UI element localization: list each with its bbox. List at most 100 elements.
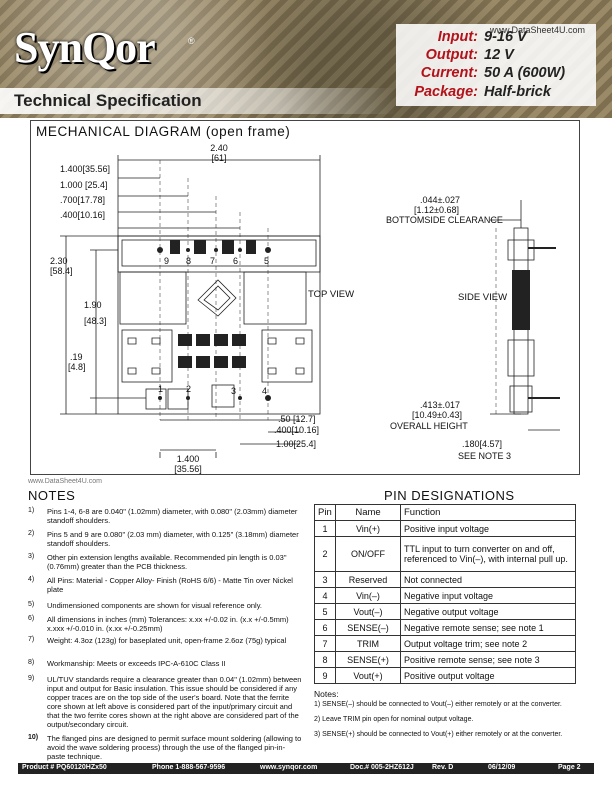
- overall-height-in: .413±.017: [420, 400, 460, 410]
- spec-value-package: Half-brick: [484, 84, 551, 100]
- dim-19-mm: [4.8]: [68, 362, 86, 372]
- pin-extension-dim: .180[4.57]: [462, 439, 503, 449]
- spec-label-output: Output:: [425, 47, 478, 63]
- dim-700: .700[17.78]: [60, 195, 106, 205]
- pin-number: 6: [314, 619, 336, 636]
- pin-note: 2) Leave TRIM pin open for nominal outpu…: [314, 716, 474, 723]
- note-text: Workmanship: Meets or exceeds IPC-A-610C…: [47, 659, 226, 668]
- note-number: 1): [28, 507, 35, 514]
- inductor-left: [121, 329, 173, 383]
- dim-190-in: 1.90: [84, 300, 102, 310]
- table-row: 3 Reserved Not connected: [314, 571, 576, 588]
- pin-4-circle: [265, 395, 271, 401]
- note-number: 6): [28, 615, 35, 622]
- pin-name: ON/OFF: [335, 536, 401, 572]
- board-outline: [117, 235, 321, 415]
- ferrite-core-right: [243, 271, 307, 325]
- pin-name: TRIM: [335, 635, 401, 652]
- subtitle-bar: [0, 88, 396, 114]
- pin-number: 1: [314, 520, 336, 537]
- pin-label-7: 7: [210, 256, 216, 266]
- pin-label-8: 8: [186, 256, 192, 266]
- table-row: 5 Vout(–) Negative output voltage: [314, 603, 576, 620]
- pin-9-circle: [157, 247, 163, 253]
- note-text: Other pin extension lengths available. R…: [47, 553, 287, 571]
- footer-phone: Phone 1-888-567-9596: [152, 764, 226, 771]
- pin-number: 4: [314, 587, 336, 604]
- dim-1400b-mm: [35.56]: [174, 464, 202, 474]
- pin-label-9: 9: [164, 256, 170, 266]
- notes-title: NOTES: [28, 488, 76, 503]
- synqor-logo: SynQor ®: [14, 23, 195, 78]
- pin-number: 3: [314, 571, 336, 588]
- note-text: All Pins: Material - Copper Alloy- Finis…: [47, 576, 293, 594]
- diagram-title: MECHANICAL DIAGRAM (open frame): [36, 124, 291, 139]
- header-watermark: www.DataSheet4U.com: [490, 25, 586, 35]
- pin-number: 8: [314, 651, 336, 668]
- see-note-3: SEE NOTE 3: [458, 451, 512, 461]
- footer-web-link[interactable]: www.synqor.com: [260, 764, 318, 771]
- pin-name: SENSE(+): [335, 651, 401, 668]
- note-text: Undimensioned components are shown for v…: [47, 601, 262, 610]
- spec-value-output: 12 V: [484, 47, 514, 63]
- footer-page: Page 2: [558, 764, 581, 771]
- inductor-right: [261, 329, 313, 383]
- pin-6-circle: [238, 248, 242, 252]
- ferrite-core-left: [119, 271, 187, 325]
- note-text: UL/TUV standards require a clearance gre…: [47, 675, 302, 729]
- pin-label-3: 3: [231, 386, 237, 396]
- dim-height-mm: [58.4]: [50, 266, 73, 276]
- pin-designations-title: PIN DESIGNATIONS: [384, 488, 515, 503]
- pin-number: 7: [314, 635, 336, 652]
- pin-table: Pin Name Function 1 Vin(+) Positive inpu…: [314, 504, 576, 684]
- note-number: 5): [28, 601, 35, 608]
- top-view-label: TOP VIEW: [308, 289, 355, 300]
- pin-name: Vout(–): [335, 603, 401, 620]
- pin-1-pad: [145, 388, 167, 410]
- pin-function: Negative input voltage: [400, 587, 576, 604]
- pin-name: Reserved: [335, 571, 401, 588]
- table-row: 6 SENSE(–) Negative remote sense; see no…: [314, 619, 576, 636]
- pin-notes-title: Notes:: [314, 689, 339, 699]
- table-row: 8 SENSE(+) Positive remote sense; see no…: [314, 651, 576, 668]
- pin-label-1: 1: [158, 384, 164, 394]
- pin-2-pad: [167, 388, 189, 410]
- page-watermark: www.DataSheet4U.com: [28, 478, 102, 485]
- pin-function: TTL input to turn converter on and off, …: [400, 536, 576, 572]
- page-footer: Product # PQ60120HZx50 Phone 1-888-567-9…: [18, 763, 594, 774]
- table-row: 9 Vout(+) Positive output voltage: [314, 667, 576, 684]
- spec-value-input: 9-16 V: [484, 29, 527, 45]
- header-banner: SynQor ® Technical Specification: [0, 0, 612, 118]
- pin-note: 3) SENSE(+) should be connected to Vout(…: [314, 731, 563, 738]
- note-number: 7): [28, 636, 35, 643]
- note-number: 10): [28, 734, 39, 741]
- pin-function: Positive remote sense; see note 3: [400, 651, 576, 668]
- dim-height-in: 2.30: [50, 256, 68, 266]
- pin-number: 9: [314, 667, 336, 684]
- note-text: Weight: 4.3oz (123g) for baseplated unit…: [47, 636, 287, 645]
- dim-19-in: .19: [70, 352, 83, 362]
- header-pin: Pin: [314, 504, 336, 521]
- pin-label-4: 4: [262, 386, 268, 396]
- table-row: 4 Vin(–) Negative input voltage: [314, 587, 576, 604]
- spec-value-current: 50 A (600W): [484, 65, 566, 81]
- table-row: 1 Vin(+) Positive input voltage: [314, 520, 576, 537]
- dim-190-mm: [48.3]: [84, 316, 107, 326]
- pin-function: Positive input voltage: [400, 520, 576, 537]
- document-subtitle: Technical Specification: [14, 91, 202, 110]
- footer-product: Product # PQ60120HZx50: [22, 764, 107, 771]
- pin-2-circle: [186, 396, 190, 400]
- note-number: 4): [28, 576, 35, 583]
- pin-8-circle: [186, 248, 190, 252]
- footer-doc-number: Doc.# 005-2HZ612J: [350, 764, 414, 771]
- pin-name: Vout(+): [335, 667, 401, 684]
- pin-5-circle: [265, 247, 271, 253]
- spec-summary-box: [396, 24, 596, 106]
- top-header-strip: [117, 235, 321, 273]
- pin-table-header: Pin Name Function: [314, 504, 576, 521]
- pin-label-2: 2: [186, 384, 192, 394]
- note-text: Pins 5 and 9 are 0.080" (2.03 mm) diamet…: [47, 530, 299, 548]
- pin-function: Negative output voltage: [400, 603, 576, 620]
- note-text: All dimensions in inches (mm) Tolerances…: [47, 615, 289, 633]
